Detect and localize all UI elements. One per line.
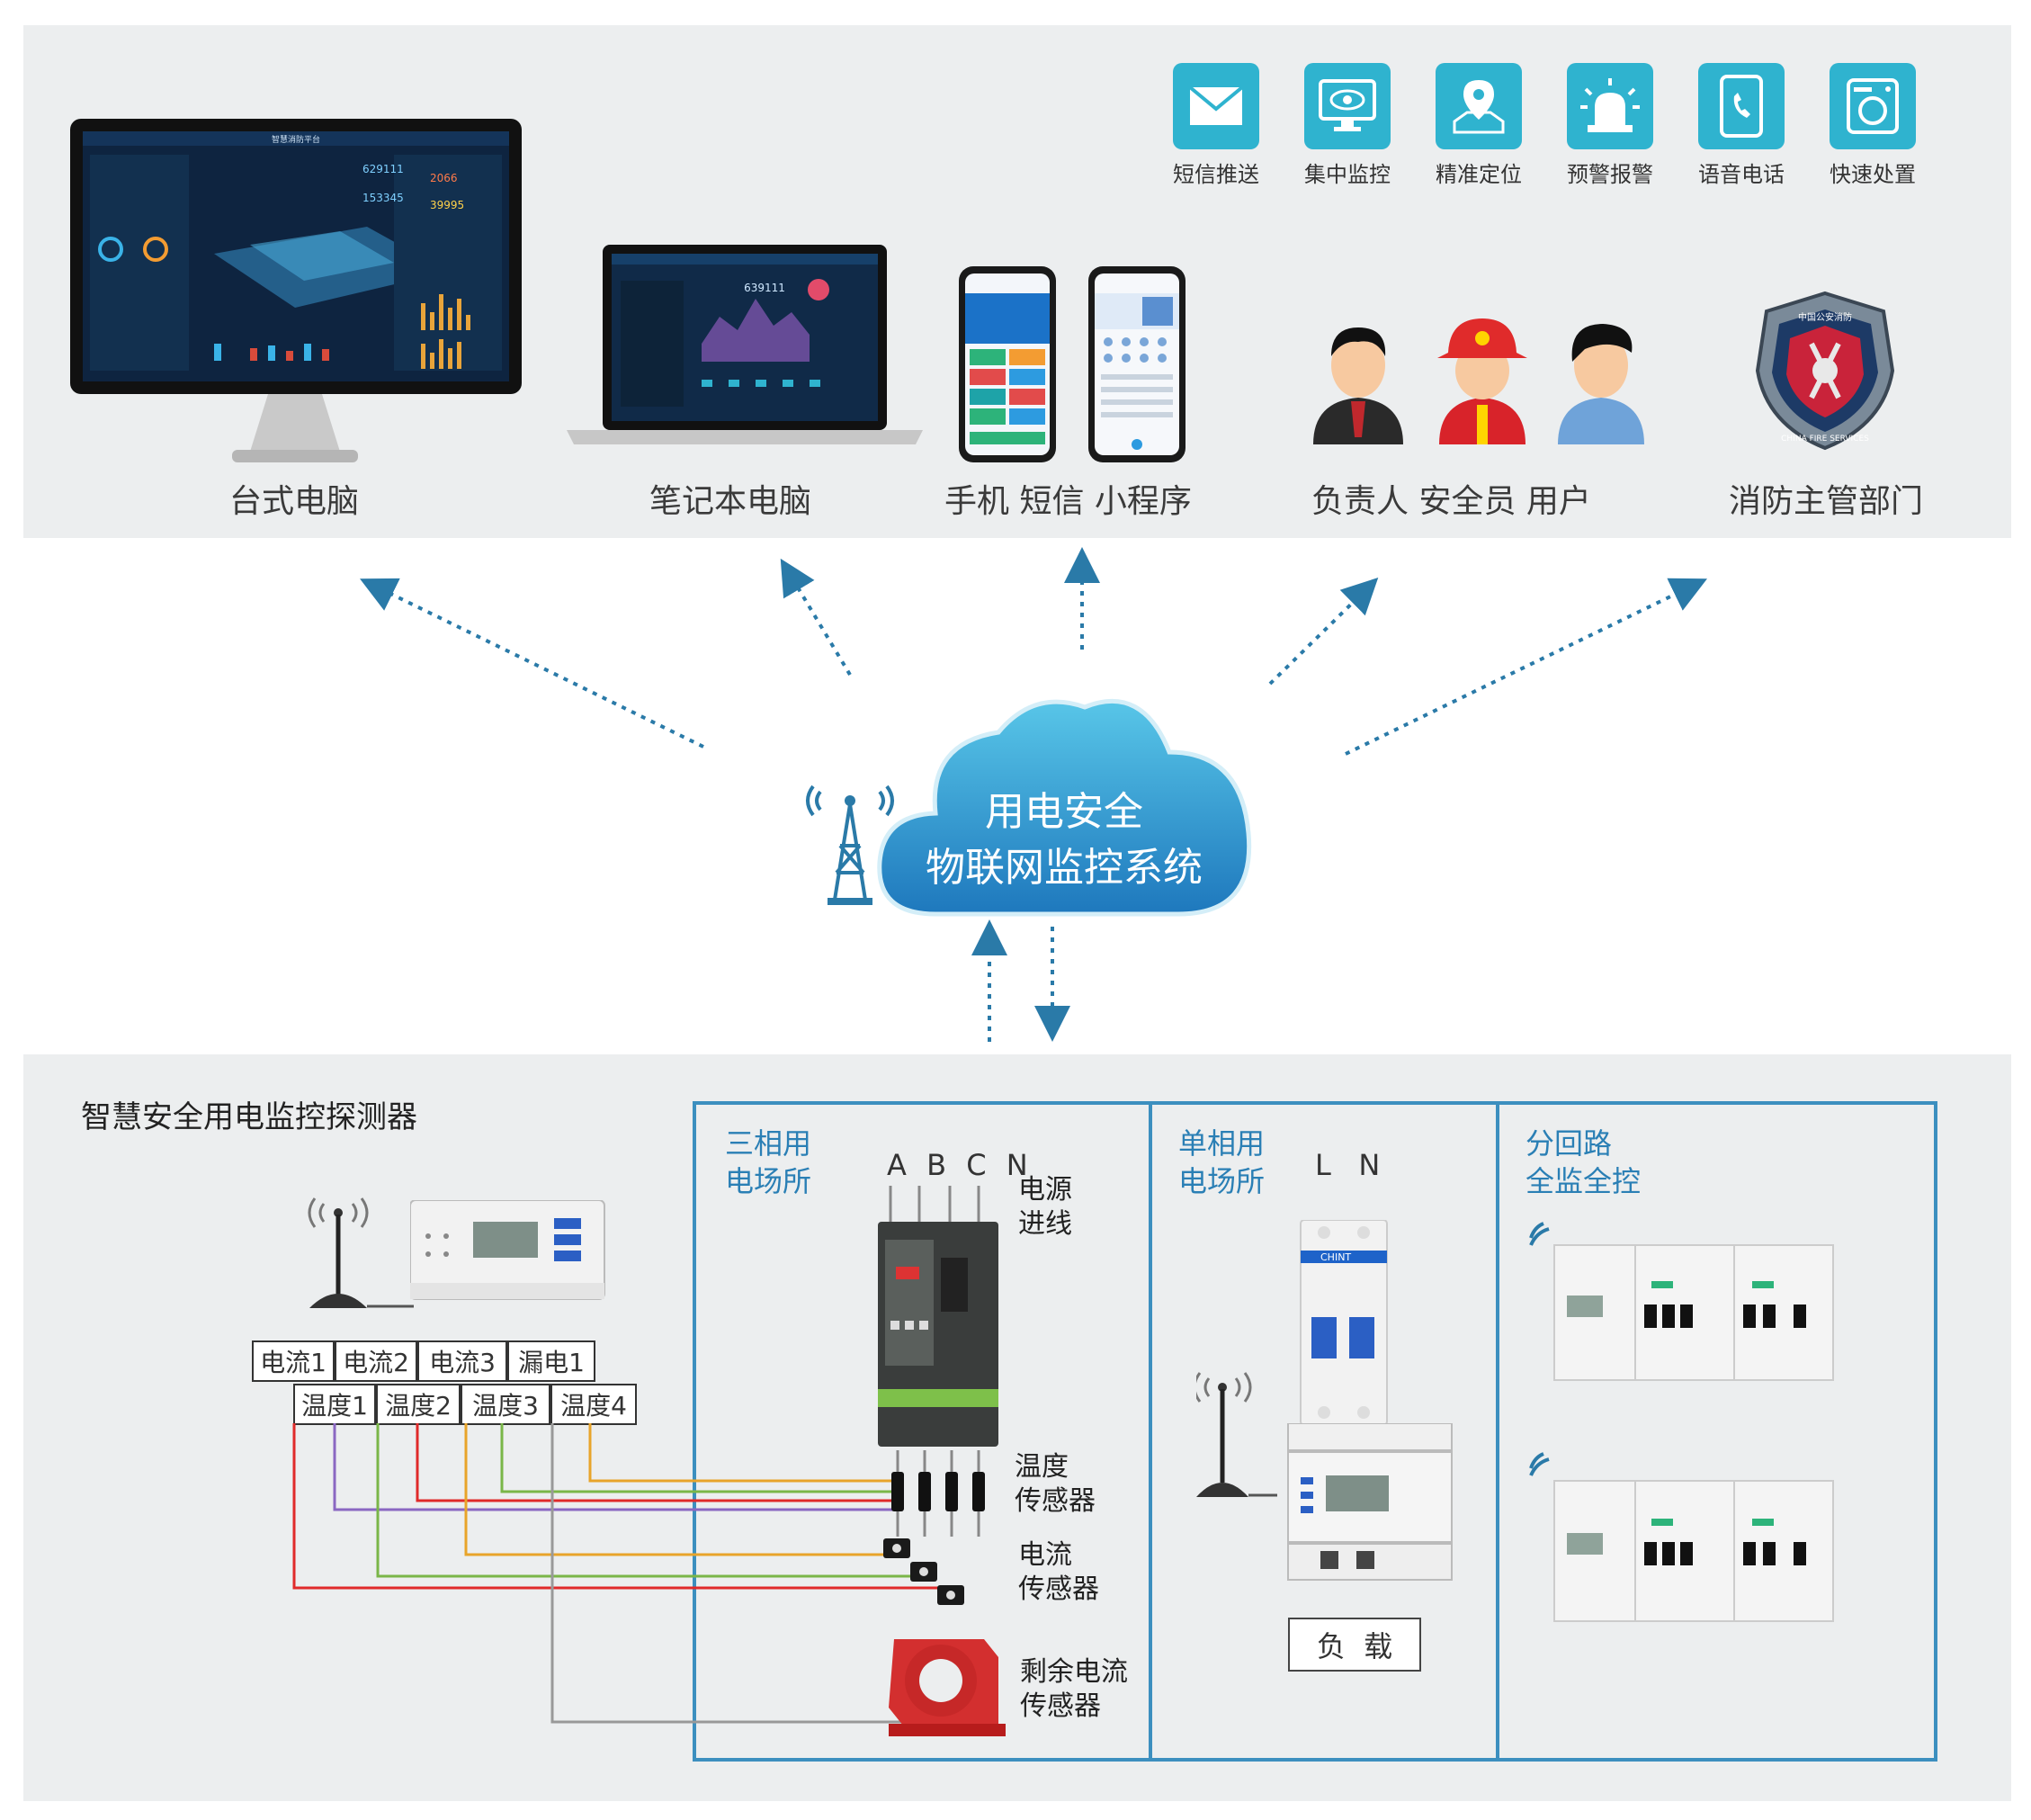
phone-1	[959, 266, 1056, 462]
channel-temp-1: 温度1	[293, 1384, 376, 1425]
single-phase-phases: L N	[1315, 1148, 1381, 1182]
arrow-to-fire-dept	[1345, 578, 1707, 756]
desktop-monitor: 智慧消防平台 629111 153345 2066 39995	[70, 119, 522, 462]
temp-sensor-label-1: 温度	[1015, 1451, 1069, 1483]
cloud-title-line2: 物联网监控系统	[926, 845, 1203, 891]
wifi-icon	[1529, 1222, 1550, 1246]
channel-leakage-1: 漏电1	[507, 1340, 595, 1382]
temp-sensor-label-2: 传感器	[1015, 1485, 1096, 1517]
single-phase-title-1: 单相用	[1178, 1126, 1266, 1161]
branch-title-1: 分回路	[1525, 1126, 1613, 1161]
fire-department-badge: 中国公安消防 CHINA FIRE SERVICES	[1755, 291, 1895, 451]
channel-temp-4: 温度4	[550, 1384, 637, 1425]
arrow-to-laptop	[780, 558, 852, 677]
people-group	[1313, 318, 1644, 444]
wire-temp-2	[416, 1423, 899, 1502]
map-pin-icon	[1453, 80, 1505, 134]
phone-label: 手机 短信 小程序	[944, 483, 1192, 520]
residual-sensor-label-1: 剩余电流	[1020, 1656, 1128, 1688]
sensor-wiring	[292, 1423, 944, 1724]
single-phase-breaker: CHINT	[1300, 1220, 1388, 1426]
power-in-label-2: 进线	[1018, 1208, 1072, 1240]
breaker-brand: CHINT	[1320, 1251, 1351, 1263]
three-phase-title-1: 三相用	[725, 1126, 812, 1161]
alarm-siren-icon	[1580, 78, 1640, 132]
user-person-icon	[1558, 324, 1644, 444]
three-phase-title-2: 电场所	[725, 1164, 812, 1198]
phone-call-icon	[1720, 75, 1763, 138]
current-sensor-label-2: 传感器	[1018, 1573, 1099, 1605]
desktop-screen-title: 智慧消防平台	[272, 134, 320, 145]
envelope-icon	[1188, 85, 1244, 125]
bottom-panel	[23, 1054, 2011, 1801]
wifi-icon	[1529, 1452, 1550, 1476]
power-in-label-1: 电源	[1018, 1174, 1072, 1206]
section-divider-2	[1496, 1101, 1499, 1762]
detector-device	[410, 1200, 605, 1300]
svg-text:2066: 2066	[430, 172, 458, 184]
feature-location: 精准定位	[1425, 63, 1533, 188]
feature-voice-call: 语音电话	[1687, 63, 1795, 188]
wire-current-1	[292, 1423, 944, 1590]
channel-current-2: 电流2	[335, 1340, 417, 1382]
branch-breaker-set-2	[1529, 1452, 1834, 1622]
cloud-title-line1: 用电安全	[985, 789, 1143, 835]
badge-text-bottom: CHINA FIRE SERVICES	[1781, 435, 1869, 444]
washer-icon	[1847, 78, 1899, 134]
section-divider-1	[1149, 1101, 1152, 1762]
current-sensors	[883, 1538, 964, 1605]
arrow-to-people	[1268, 577, 1379, 686]
wireless-antenna-icon-2	[1196, 1372, 1277, 1497]
wire-temp-4	[588, 1423, 899, 1483]
three-phase-breaker	[878, 1186, 998, 1447]
manager-person-icon	[1313, 327, 1403, 444]
branch-title-2: 全监全控	[1525, 1164, 1642, 1198]
branch-breaker-set-1	[1529, 1222, 1834, 1381]
channel-current-1: 电流1	[252, 1340, 335, 1382]
wire-temp-1	[333, 1423, 899, 1511]
wireless-antenna-icon	[308, 1197, 414, 1308]
wire-leakage-1	[550, 1423, 926, 1724]
signal-tower-icon	[806, 784, 894, 905]
svg-text:639111: 639111	[744, 282, 785, 294]
laptop-label: 笔记本电脑	[649, 483, 812, 520]
iot-cloud	[877, 698, 1252, 917]
feature-monitoring: 集中监控	[1293, 63, 1401, 188]
svg-text:629111: 629111	[362, 163, 404, 175]
single-phase-title-2: 电场所	[1178, 1164, 1266, 1198]
temperature-sensors	[891, 1450, 985, 1537]
feature-alarm: 预警报警	[1556, 63, 1664, 188]
laptop: 639111	[567, 245, 923, 444]
people-label: 负责人 安全员 用户	[1311, 483, 1591, 520]
load-box: 负 载	[1288, 1618, 1421, 1672]
feature-quick-response: 快速处置	[1819, 63, 1927, 188]
svg-text:153345: 153345	[362, 192, 404, 204]
detector-title: 智慧安全用电监控探测器	[81, 1099, 417, 1135]
fire-department-label: 消防主管部门	[1729, 483, 1924, 520]
channel-current-3: 电流3	[417, 1340, 507, 1382]
single-phase-detector	[1287, 1423, 1453, 1581]
phone-2	[1088, 266, 1185, 462]
safety-officer-person-icon	[1437, 318, 1527, 444]
channel-temp-3: 温度3	[461, 1384, 550, 1425]
wire-current-3	[464, 1423, 899, 1556]
arrow-to-desktop	[360, 578, 704, 749]
channel-temp-2: 温度2	[376, 1384, 461, 1425]
svg-text:39995: 39995	[430, 199, 464, 211]
residual-current-sensor	[889, 1639, 1006, 1736]
monitor-eye-icon	[1319, 79, 1376, 131]
badge-text-top: 中国公安消防	[1798, 311, 1852, 323]
current-sensor-label-1: 电流	[1018, 1539, 1072, 1571]
wire-temp-3	[500, 1423, 899, 1493]
desktop-label: 台式电脑	[229, 483, 360, 520]
feature-sms: 短信推送	[1162, 63, 1270, 188]
three-phase-phases: A B C N	[887, 1148, 1033, 1182]
wire-current-2	[376, 1423, 917, 1578]
site-sections-frame	[693, 1101, 1937, 1762]
connection-arrows	[360, 547, 1707, 1042]
residual-sensor-label-2: 传感器	[1020, 1690, 1101, 1722]
